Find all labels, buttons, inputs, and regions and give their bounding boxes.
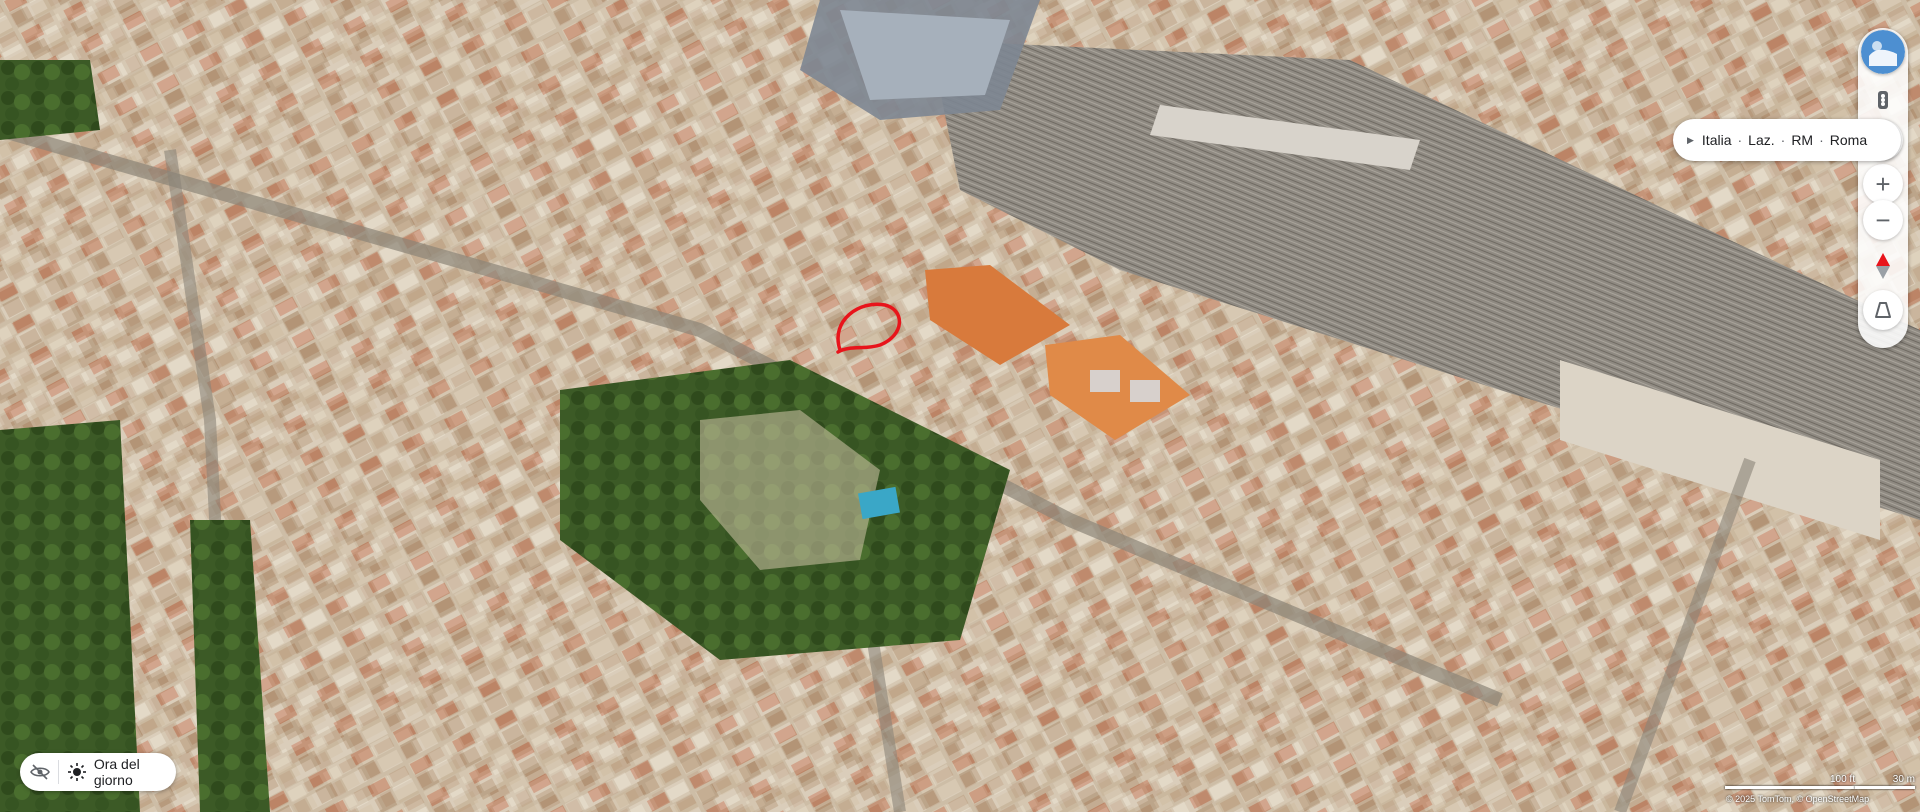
scale-imperial-label: 100 ft (1829, 774, 1855, 785)
breadcrumb-separator: · (1737, 132, 1743, 148)
eye-off-icon (30, 764, 51, 780)
sun-icon (67, 762, 86, 782)
scale-imperial: 100 ft (1725, 774, 1855, 789)
annotation-circle (836, 302, 902, 354)
location-breadcrumb: ▶ Italia · Laz. · RM · Roma (1673, 119, 1901, 161)
zoom-out-button[interactable]: − (1863, 200, 1903, 240)
breadcrumb-region[interactable]: Laz. (1748, 132, 1775, 148)
daytime-control: Ora del giorno (20, 753, 176, 791)
triangle-right-icon[interactable]: ▶ (1687, 134, 1694, 145)
daytime-label[interactable]: Ora del giorno (93, 756, 140, 788)
tilt-3d-icon (1875, 302, 1891, 318)
scale-metric-label: 30 m (1892, 774, 1915, 785)
breadcrumb-country[interactable]: Italia (1701, 132, 1732, 148)
globe-icon (1861, 30, 1905, 74)
breadcrumb-city[interactable]: Roma (1829, 132, 1868, 148)
breadcrumb-province[interactable]: RM (1791, 132, 1814, 148)
hide-view-button[interactable] (30, 761, 51, 783)
traffic-light-icon (1878, 91, 1888, 109)
scale-imperial-bar (1725, 786, 1855, 789)
tilt-button[interactable] (1863, 290, 1903, 330)
map-attribution[interactable]: © 2025 TomTom, © OpenStreetMap (1726, 794, 1870, 804)
traffic-layer-button[interactable] (1863, 80, 1903, 120)
zoom-in-button[interactable]: + (1863, 164, 1903, 204)
compass-icon (1876, 253, 1890, 279)
breadcrumb-separator: · (1819, 132, 1824, 148)
scale-metric-bar (1855, 786, 1915, 789)
breadcrumb-separator: · (1780, 132, 1786, 148)
divider (58, 760, 60, 784)
compass-button[interactable] (1863, 246, 1903, 286)
globe-view-button[interactable] (1861, 30, 1905, 74)
scale-metric: 30 m (1855, 774, 1915, 789)
